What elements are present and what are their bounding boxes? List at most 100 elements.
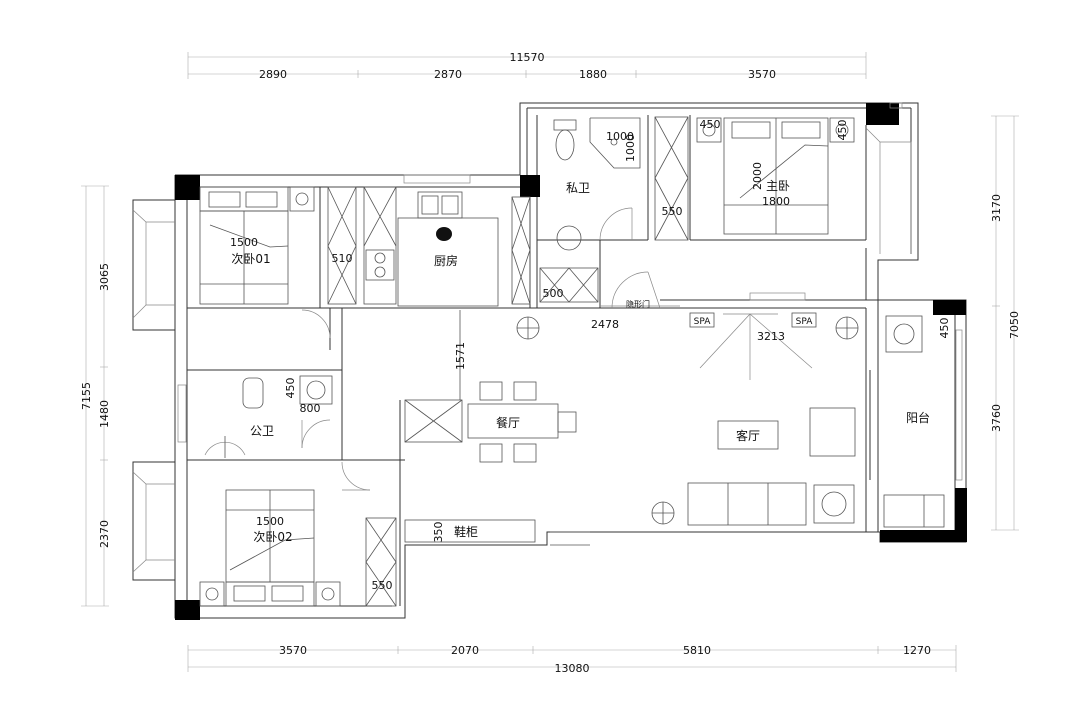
dim-bottom-2: 2070 [451,644,479,657]
side-table [813,484,855,524]
bay-window-left-top [132,209,175,319]
shoe-cabinet [404,519,536,543]
dim-left-2: 1480 [98,400,111,428]
private-bath [539,116,689,303]
wardrobe [654,116,689,241]
dim-right-total: 7050 [1008,311,1021,339]
kitchen-plant-icon [436,227,452,241]
dim-bottom-1: 3570 [279,644,307,657]
sofa [687,482,807,526]
column [880,530,967,542]
master-bedroom [696,117,855,235]
columns [175,103,967,620]
bedroom-01 [199,186,315,305]
bed-02-width: 1500 [256,515,284,528]
shower-width: 1000 [606,130,634,143]
dim-left-total: 7155 [80,382,93,410]
toilet-tank [553,119,577,131]
dim-bottom-total: 13080 [555,662,590,675]
toilet [555,129,575,161]
tall-cabinet-right [511,196,531,305]
room-living: 客厅 [736,428,760,443]
shower-height: 1000 [624,134,637,162]
room-dining: 餐厅 [496,415,520,430]
living [550,407,856,546]
plant-icon [516,316,859,525]
corridor-dim: 2478 [591,318,619,331]
ceiling-dim: 3213 [757,330,785,343]
spa-right-label: SPA [796,317,814,327]
bottom-dimensions [187,645,957,672]
left-dimensions [81,185,109,607]
dim-top-total: 11570 [510,51,545,64]
wardrobe-dim: 550 [372,579,393,592]
bay-window-right [865,127,912,254]
tall-cabinet [327,186,357,305]
public-bath [204,309,371,491]
top-dimensions [187,52,867,79]
kitchen-cab-dim: 510 [332,252,353,265]
basin [556,225,582,251]
room-private-bath: 私卫 [566,181,590,195]
armchair [809,407,856,457]
wardrobe [365,517,397,607]
wardrobe-depth: 550 [662,205,683,218]
bedroom-02 [199,489,536,607]
counter [363,186,397,305]
washing-machine [885,315,923,353]
column [175,600,200,620]
desk [225,581,315,607]
dim-top-4: 3570 [748,68,776,81]
dim-right-1: 3170 [990,194,1003,222]
room-shoe-cabinet: 鞋柜 [454,524,478,539]
spa-left [689,312,715,328]
spa-right [791,312,817,328]
bath-width: 800 [300,402,321,415]
balcony-cabinet [883,494,945,528]
bed-01-width: 1500 [230,236,258,249]
corridor [600,271,680,309]
nightstand [829,117,855,143]
dim-top-1: 2890 [259,68,287,81]
nightstand [199,581,225,607]
ceiling-light [699,292,813,380]
dim-right-2: 3760 [990,404,1003,432]
balcony [883,315,945,528]
nightstand [289,186,315,212]
room-bedroom-02: 次卧02 [253,530,292,544]
dim-bottom-4: 1270 [903,644,931,657]
nightstand-dim: 450 [700,118,721,131]
column [175,175,200,200]
dim-left-1: 3065 [98,263,111,291]
shower [589,117,641,169]
room-master: 主卧 [766,179,790,193]
dining [404,310,577,463]
shoe-cabinet-dim: 350 [432,522,445,543]
room-kitchen: 厨房 [434,253,458,268]
dim-left-3: 2370 [98,520,111,548]
stove [365,249,395,281]
right-dimensions [991,115,1019,531]
kitchen [327,186,531,307]
sliding-door-label: 隐形门 [626,299,650,309]
column [955,488,967,542]
toilet [242,377,264,409]
nightstand [315,581,341,607]
windows [177,102,963,481]
spa-left-label: SPA [694,317,712,327]
room-label-box [717,420,779,450]
nightstand [696,117,722,143]
master-bed-width: 1800 [762,195,790,208]
master-bed-length: 2000 [751,162,764,190]
cabinet-dim: 500 [543,287,564,300]
washer [299,375,333,405]
bay-window-left-bottom [132,471,175,573]
room-bedroom-01: 次卧01 [231,252,270,266]
fridge [404,399,463,443]
balcony-dim: 450 [938,318,951,339]
nightstand-dim-2: 450 [836,120,849,141]
column [866,103,899,125]
dim-top-3: 1880 [579,68,607,81]
room-balcony: 阳台 [906,410,930,425]
